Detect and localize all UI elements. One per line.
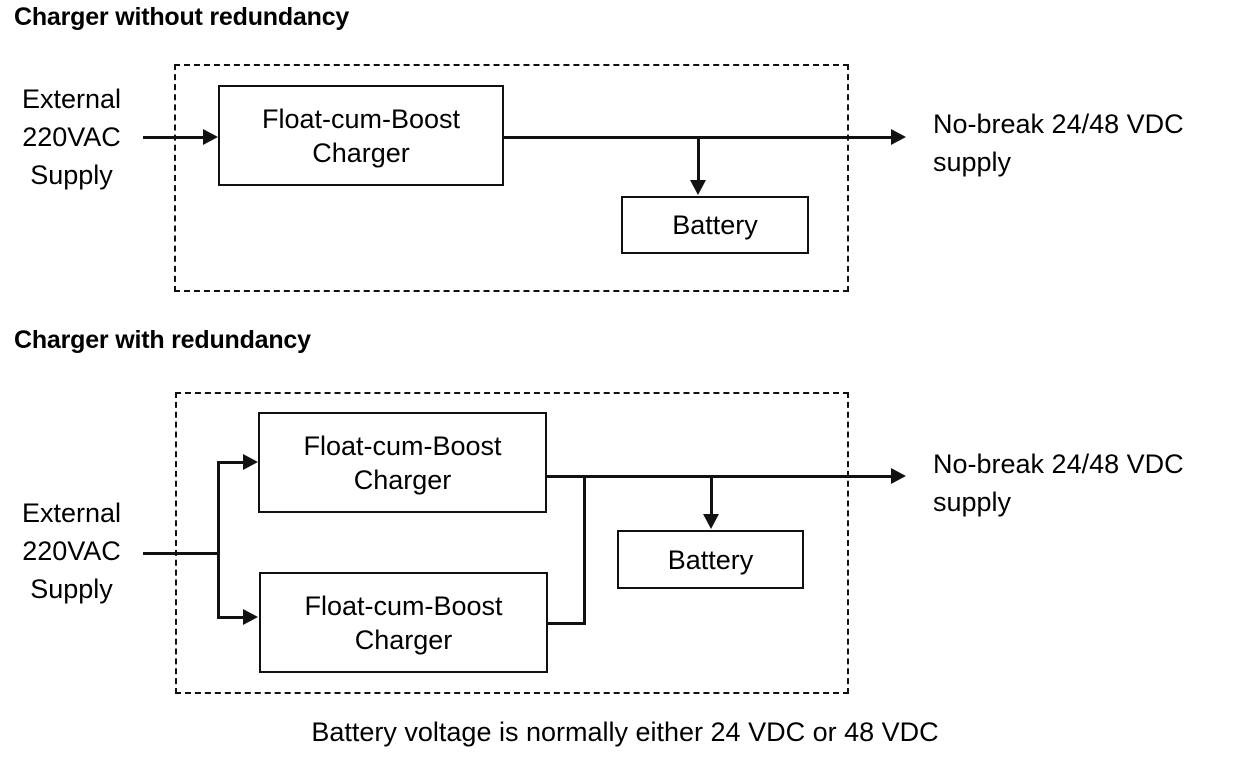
external-supply-line-1: External — [21, 84, 122, 114]
external-supply-line-2: 220VAC — [22, 122, 121, 152]
input-arrow-1 — [203, 129, 218, 145]
external-supply-line-3: Supply — [30, 160, 113, 190]
float-cum-boost-charger-1: Float-cum-Boost Charger — [218, 85, 504, 186]
split-bus-wire-2 — [217, 461, 220, 618]
output-label-1-line-2: supply — [933, 147, 1012, 177]
input-wire-2 — [143, 552, 219, 555]
input-wire-1 — [143, 136, 205, 139]
output-supply-label-1: No-break 24/48 VDC supply — [933, 105, 1184, 181]
external-supply-label-1: External 220VAC Supply — [0, 80, 143, 194]
output-label-2-line-2: supply — [933, 487, 1012, 517]
battery-tap-wire-1 — [697, 136, 700, 182]
battery-1-label: Battery — [672, 210, 758, 240]
charger-2b-line-1: Float-cum-Boost — [304, 590, 503, 621]
battery-1: Battery — [621, 196, 809, 254]
branch-arrow-bottom-2 — [243, 609, 258, 625]
charger-2a-output-wire — [547, 475, 893, 478]
charger-2a-line-1: Float-cum-Boost — [303, 430, 502, 461]
charger-system-boundary-2 — [175, 392, 849, 694]
battery-2-label: Battery — [667, 544, 754, 575]
battery-tap-arrow-2 — [703, 514, 719, 529]
section-heading-with-redundancy: Charger with redundancy — [14, 326, 311, 354]
external-supply-2-line-3: Supply — [30, 574, 113, 604]
external-supply-2-line-1: External — [21, 498, 122, 528]
battery-tap-arrow-1 — [690, 180, 706, 195]
charger-2b-output-wire — [548, 622, 586, 625]
charger-1-line-1: Float-cum-Boost — [261, 103, 461, 134]
battery-tap-wire-2 — [710, 475, 713, 517]
branch-wire-bottom-2 — [217, 616, 245, 619]
output-label-2-line-1: No-break 24/48 VDC — [933, 449, 1184, 479]
charger-2b-line-2: Charger — [354, 624, 453, 655]
output-arrow-2 — [891, 468, 906, 484]
figure-caption: Battery voltage is normally either 24 VD… — [311, 717, 939, 747]
output-label-1-line-1: No-break 24/48 VDC — [933, 109, 1184, 139]
float-cum-boost-charger-2b: Float-cum-Boost Charger — [259, 572, 548, 673]
float-cum-boost-charger-2a: Float-cum-Boost Charger — [258, 412, 547, 513]
output-arrow-1 — [891, 129, 906, 145]
battery-2: Battery — [617, 530, 804, 589]
section-heading-without-redundancy: Charger without redundancy — [14, 3, 350, 31]
output-supply-label-2: No-break 24/48 VDC supply — [933, 445, 1184, 521]
charger-system-boundary-1 — [174, 64, 849, 292]
branch-wire-top-2 — [217, 461, 245, 464]
charger-2a-line-2: Charger — [353, 464, 452, 495]
branch-arrow-top-2 — [243, 454, 258, 470]
external-supply-2-line-2: 220VAC — [22, 536, 121, 566]
charger-1-line-2: Charger — [312, 137, 410, 168]
merge-riser-wire-2 — [583, 475, 586, 625]
external-supply-label-2: External 220VAC Supply — [0, 494, 143, 608]
